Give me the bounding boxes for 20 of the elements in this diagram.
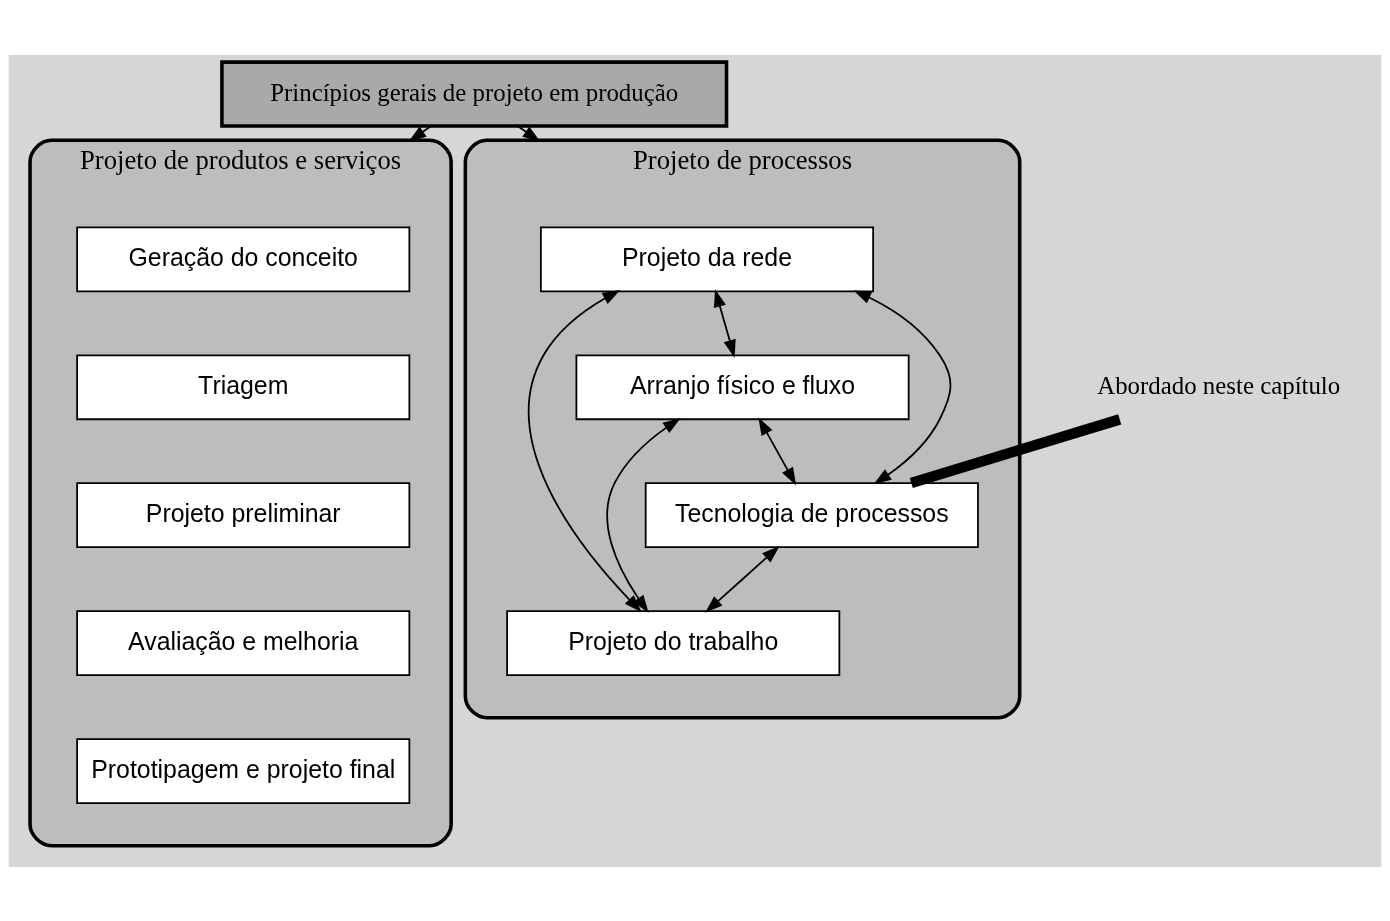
node-box: Projeto da rede xyxy=(539,225,874,292)
node-box: Tecnologia de processos xyxy=(644,481,979,548)
node-box: Geração do conceito xyxy=(76,225,411,292)
arrow xyxy=(517,124,541,142)
arrow xyxy=(758,416,797,485)
connector xyxy=(909,413,1122,488)
node-text: Abordado neste capítulo xyxy=(1097,371,1341,399)
node-box: Avaliação e melhoria xyxy=(76,609,411,676)
arrow xyxy=(705,545,780,613)
node-box: Triagem xyxy=(76,353,411,420)
arrow xyxy=(713,288,736,358)
arrow xyxy=(408,124,432,142)
node-box: Princípios gerais de projeto em produção xyxy=(220,59,729,128)
arrow xyxy=(528,289,642,612)
node-box: Projeto do trabalho xyxy=(506,609,841,676)
node-box: Prototipagem e projeto final xyxy=(76,737,411,804)
node-box: Projeto preliminar xyxy=(76,481,411,548)
arrow xyxy=(606,417,681,613)
node-box: Arranjo físico e fluxo xyxy=(575,353,910,420)
arrow xyxy=(853,289,952,484)
